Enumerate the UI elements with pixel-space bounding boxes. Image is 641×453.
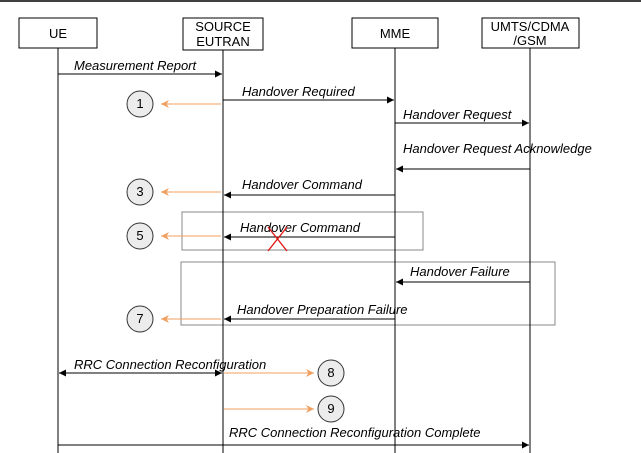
message-handover-command-failed: Handover Command (224, 220, 395, 252)
step-5: 5 (126, 222, 221, 250)
message-label: Handover Preparation Failure (237, 302, 408, 317)
failure-cross-icon (267, 226, 288, 252)
umts-cdma-gsm-label-line-1: UMTS/CDMA (491, 19, 570, 34)
step-number: 7 (136, 311, 143, 326)
message-handover-request: Handover Request (395, 107, 529, 127)
step-number: 8 (327, 365, 334, 380)
message-rrc-connection-reconfiguration: RRC Connection Reconfiguration (59, 357, 266, 377)
step-3: 3 (126, 178, 221, 206)
handover-command-frame (181, 211, 424, 251)
message-label: Handover Command (240, 220, 361, 235)
message-label: Handover Request (403, 107, 513, 122)
umts-cdma-gsm-box: UMTS/CDMA /GSM (481, 17, 580, 49)
message-handover-command: Handover Command (224, 177, 395, 199)
step-number: 1 (136, 96, 143, 111)
source-eutran-label-line-2: EUTRAN (196, 34, 249, 49)
message-label: Handover Request Acknowledge (403, 141, 592, 156)
message-rrc-connection-reconfiguration-complete: RRC Connection Reconfiguration Complete (58, 425, 529, 449)
step-7: 7 (126, 305, 221, 333)
source-eutran-label-line-1: SOURCE (195, 19, 251, 34)
message-handover-failure: Handover Failure (396, 264, 530, 286)
message-label: Handover Failure (410, 264, 510, 279)
umts-cdma-gsm-label-line-2: /GSM (513, 33, 546, 48)
mme-label: MME (380, 26, 411, 41)
message-label: RRC Connection Reconfiguration (74, 357, 266, 372)
message-measurement-report: Measurement Report (58, 58, 222, 78)
source-eutran-box: SOURCE EUTRAN (182, 17, 264, 51)
message-label: Handover Command (242, 177, 363, 192)
handover-failure-frame (180, 261, 556, 326)
step-number: 3 (136, 184, 143, 199)
message-label: Measurement Report (74, 58, 197, 73)
message-label: Handover Required (242, 84, 356, 99)
message-handover-preparation-failure: Handover Preparation Failure (224, 302, 408, 323)
step-1: 1 (126, 90, 221, 118)
step-8: 8 (224, 359, 345, 387)
step-number: 5 (136, 228, 143, 243)
message-handover-request-ack: Handover Request Acknowledge (396, 141, 592, 173)
message-label: RRC Connection Reconfiguration Complete (229, 425, 480, 440)
ue-label: UE (49, 26, 67, 41)
mme-box: MME (351, 17, 439, 49)
ue-box: UE (18, 17, 98, 49)
message-handover-required: Handover Required (223, 84, 394, 104)
step-number: 9 (327, 401, 334, 416)
step-9: 9 (224, 395, 345, 423)
